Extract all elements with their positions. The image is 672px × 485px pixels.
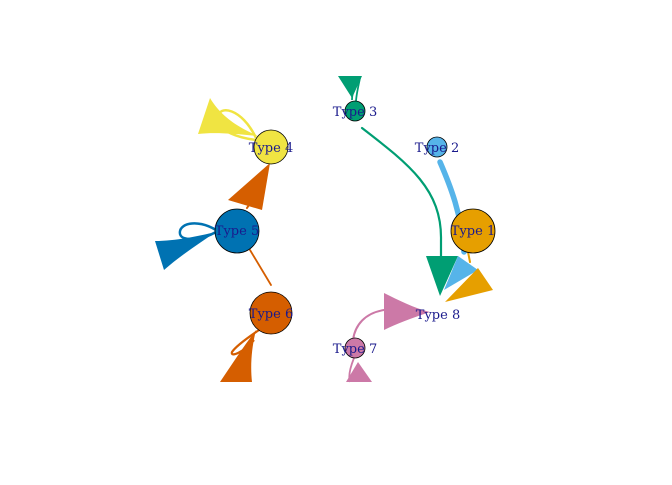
node-type5-label: Type 5	[215, 224, 259, 239]
node-type6-circle[interactable]	[249, 291, 293, 335]
edge-arrowhead-loop-type3	[338, 76, 362, 98]
node-type1-label: Type 1	[451, 224, 495, 239]
node-type7-label: Type 7	[333, 342, 377, 357]
node-type6-label: Type 6	[249, 307, 293, 322]
node-type8-label: Type 8	[416, 308, 460, 323]
edge-type3-type8	[360, 126, 443, 274]
edge-arrowhead-loop-type7	[346, 362, 372, 382]
edge-arrowhead-loop-type4	[198, 98, 258, 136]
node-type4-label: Type 4	[249, 141, 293, 156]
node-type8[interactable]: Type 8	[416, 308, 460, 323]
node-type7[interactable]: Type 7	[333, 337, 377, 359]
node-type1-circle[interactable]	[450, 208, 496, 254]
node-type2[interactable]: Type 2	[415, 136, 459, 158]
edge-arrowhead-type2-type8	[444, 256, 478, 290]
node-type3[interactable]: Type 3	[333, 100, 377, 122]
node-type2-label: Type 2	[415, 141, 459, 156]
node-type7-circle[interactable]	[344, 337, 366, 359]
node-type5[interactable]: Type 5	[214, 208, 260, 254]
node-type3-label: Type 3	[333, 105, 377, 120]
edge-arrowhead-loop-type6	[220, 330, 256, 382]
node-type2-circle[interactable]	[426, 136, 448, 158]
node-type4-circle[interactable]	[253, 129, 289, 165]
edge-arrowhead-loop-type5	[155, 232, 216, 270]
edge-arrowhead-type3-type8	[426, 256, 458, 296]
node-type3-circle[interactable]	[344, 100, 366, 122]
node-type4[interactable]: Type 4	[249, 129, 293, 165]
node-type5-circle[interactable]	[214, 208, 260, 254]
node-type6[interactable]: Type 6	[249, 291, 293, 335]
edge-type7-type8	[352, 309, 385, 341]
node-type1[interactable]: Type 1	[450, 208, 496, 254]
edges	[155, 76, 493, 383]
edge-arrowhead-type7-type8	[384, 293, 430, 330]
edge-arrowhead-type1-type8	[445, 268, 493, 302]
edge-type1-type8	[467, 251, 471, 263]
edge-arrowhead-type5-type4	[228, 163, 270, 210]
edge-type5-type6	[249, 249, 272, 286]
nodes: Type 1 Type 2 Type 3 Type 4 Type 5 Type …	[214, 100, 496, 359]
